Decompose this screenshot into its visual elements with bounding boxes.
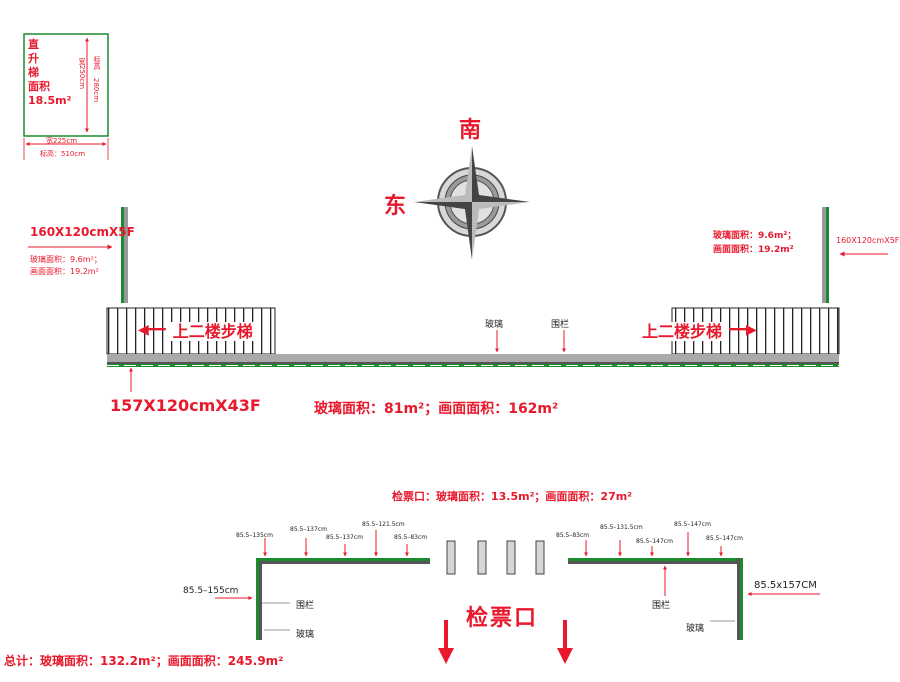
elevator-box [23, 33, 109, 160]
right-stairs-label: 上二楼步梯 [640, 322, 725, 341]
elevator-side-label-3: 宽250cm [78, 58, 86, 90]
ticket-right-glass-label: 玻璃 [686, 624, 705, 634]
left-stairs-label-group: ◀━━ 上二楼步梯 [138, 318, 255, 342]
ticket-right-dim: 85.5–131.5cm [600, 524, 643, 531]
ticket-right-dim: 85.5–83cm [556, 532, 590, 539]
corridor-fence-label: 围栏 [551, 320, 570, 330]
ticket-left-dim: 85.5–137cm [326, 534, 363, 541]
corridor-glass-label: 玻璃 [485, 320, 504, 330]
total-summary: 总计：玻璃面积：132.2m²；画面面积：245.9m² [4, 654, 284, 668]
elevator-width-label: 宽225cm [46, 137, 78, 145]
elevator-line: 直 [28, 38, 39, 51]
left-panel-spec: 160X120cmX5F [30, 225, 135, 239]
left-vertical-panel [28, 207, 128, 303]
left-arrow-icon: ◀━━ [138, 322, 166, 338]
right-panel-glass: 玻璃面积：9.6m²； [713, 231, 797, 241]
ticket-title: 检票口：玻璃面积：13.5m²；画面面积：27m² [392, 490, 633, 503]
elevator-label: 直 升 梯 面积 18.5m² [28, 38, 71, 108]
compass-rose-icon [414, 146, 530, 260]
ticket-right-dim: 85.5–147cm [636, 538, 673, 545]
elevator-line: 面积 [28, 80, 50, 93]
ticket-center-label: 检票口 [466, 606, 539, 631]
ticket-left-dim: 85.5–83cm [394, 534, 428, 541]
elevator-side-label-2: 280cm [92, 78, 100, 103]
compass-east-label: 东 [384, 194, 407, 219]
ticket-right-fence-label: 围栏 [652, 601, 671, 611]
corridor-spec: 157X120cmX43F [110, 396, 261, 415]
ticket-right-side: 85.5x157CM [754, 580, 817, 591]
left-stairs-label: 上二楼步梯 [170, 322, 255, 341]
elevator-area: 18.5m² [28, 94, 72, 107]
ticket-left-dim: 85.5–121.5cm [362, 521, 405, 528]
corridor-fence [107, 330, 839, 392]
ticket-left-dim: 85.5–137cm [290, 526, 327, 533]
ticket-right-dim: 85.5–147cm [674, 521, 711, 528]
right-vertical-panel [822, 207, 888, 303]
compass-south-label: 南 [459, 118, 482, 143]
ticket-right-dim: 85.5–147cm [706, 535, 743, 542]
exit-arrows [438, 620, 573, 664]
left-panel-paint: 画面面积：19.2m² [30, 267, 99, 276]
turnstiles [446, 540, 545, 575]
ticket-left-fence-label: 围栏 [296, 601, 315, 611]
right-panel-spec: 160X120cmX5F [836, 236, 900, 245]
ticket-left-glass-label: 玻璃 [296, 630, 315, 640]
ticket-right-fence [568, 532, 820, 640]
right-stairs-label-group: 上二楼步梯 ━━▶ [640, 318, 757, 342]
right-panel-paint: 画面面积：19.2m² [713, 245, 794, 255]
corridor-area: 玻璃面积：81m²；画面面积：162m² [314, 401, 559, 417]
ticket-left-dim: 85.5–135cm [236, 532, 273, 539]
elevator-line: 升 [28, 52, 39, 65]
elevator-line: 梯 [28, 66, 39, 79]
right-arrow-icon: ━━▶ [729, 322, 757, 338]
ticket-left-fence [215, 530, 430, 640]
left-panel-glass: 玻璃面积：9.6m²； [30, 255, 102, 264]
ticket-left-side: 85.5–155cm [183, 586, 239, 596]
elevator-height-label: 标高：510cm [40, 150, 86, 158]
elevator-side-label-1: 标高 [93, 56, 101, 70]
